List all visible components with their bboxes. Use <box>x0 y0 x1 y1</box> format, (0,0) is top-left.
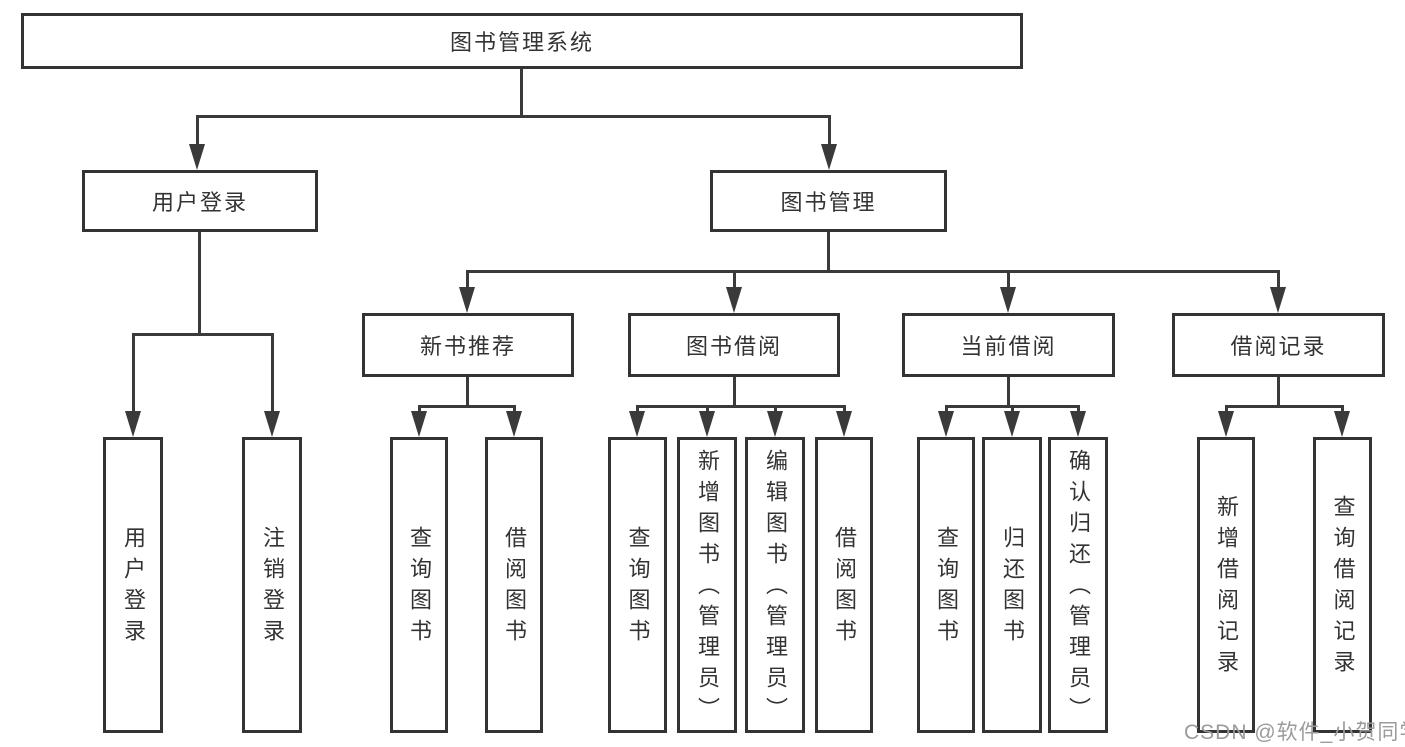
connector-drop-bb-edit <box>774 405 777 415</box>
connector-records-stem <box>1277 377 1280 408</box>
arrow-down-icon <box>629 411 645 437</box>
node-current-borrowing: 当前借阅 <box>902 313 1115 377</box>
leaf-user-login: 用户登录 <box>103 437 163 733</box>
arrow-down-icon <box>1334 411 1350 437</box>
leaf-recommend-borrow-books: 借阅图书 <box>485 437 543 733</box>
node-new-book-recommend: 新书推荐 <box>362 313 574 377</box>
connector-drop-cb-return <box>1011 405 1014 415</box>
arrow-down-icon <box>459 287 475 313</box>
connector-records-bar <box>1225 405 1343 408</box>
node-book-management: 图书管理 <box>710 170 947 232</box>
arrow-down-icon <box>726 287 742 313</box>
connector-drop-bb-query <box>636 405 639 415</box>
arrow-down-icon <box>1270 287 1286 313</box>
arrow-down-icon <box>1000 287 1016 313</box>
arrow-down-icon <box>836 411 852 437</box>
csdn-watermark: CSDN @软件_小贺同学 <box>1184 721 1405 744</box>
connector-drop-user-login <box>196 115 199 146</box>
connector-bookmgmt-bar <box>466 270 1279 273</box>
node-borrowing-records: 借阅记录 <box>1172 313 1385 377</box>
connector-drop-book-management <box>828 115 831 146</box>
connector-drop-br-query <box>1341 405 1344 415</box>
connector-bookmgmt-stem <box>827 232 830 273</box>
leaf-records-add-record: 新增借阅记录 <box>1197 437 1255 733</box>
connector-recommend-stem <box>466 377 469 408</box>
node-book-borrowing: 图书借阅 <box>628 313 840 377</box>
connector-recommend-bar <box>418 405 515 408</box>
arrow-down-icon <box>264 411 280 437</box>
arrow-down-icon <box>821 144 837 170</box>
connector-drop-leaf-user-login <box>132 333 135 413</box>
connector-drop-cb-confirm <box>1077 405 1080 415</box>
arrow-down-icon <box>938 411 954 437</box>
arrow-down-icon <box>411 411 427 437</box>
connector-drop-leaf-logout <box>271 333 274 413</box>
leaf-logout: 注销登录 <box>242 437 302 733</box>
arrow-down-icon <box>125 411 141 437</box>
arrow-down-icon <box>767 411 783 437</box>
leaf-current-query-books: 查询图书 <box>917 437 975 733</box>
connector-drop-bb-borrow <box>843 405 846 415</box>
leaf-borrowing-add-books-admin: 新增图书（管理员） <box>677 437 737 733</box>
connector-drop-br-add <box>1225 405 1228 415</box>
arrow-down-icon <box>506 411 522 437</box>
arrow-down-icon <box>1004 411 1020 437</box>
leaf-records-query-record: 查询借阅记录 <box>1313 437 1372 733</box>
leaf-current-return-books: 归还图书 <box>982 437 1042 733</box>
connector-drop-bb-add <box>706 405 709 415</box>
connector-borrowing-stem <box>733 377 736 408</box>
leaf-current-confirm-return-admin: 确认归还（管理员） <box>1048 437 1108 733</box>
connector-current-stem <box>1007 377 1010 408</box>
connector-drop-new-book-recommend <box>466 270 469 290</box>
connector-drop-current-borrowing <box>1007 270 1010 290</box>
node-root-system: 图书管理系统 <box>21 13 1023 69</box>
arrow-down-icon <box>189 144 205 170</box>
leaf-borrowing-borrow-books: 借阅图书 <box>815 437 873 733</box>
leaf-borrowing-edit-books-admin: 编辑图书（管理员） <box>745 437 805 733</box>
connector-root-bar <box>196 115 831 118</box>
connector-userlogin-stem <box>198 232 201 336</box>
leaf-borrowing-query-books: 查询图书 <box>608 437 667 733</box>
connector-drop-rec-borrow <box>513 405 516 415</box>
connector-userlogin-bar <box>132 333 273 336</box>
connector-borrowing-bar <box>636 405 845 408</box>
leaf-recommend-query-books: 查询图书 <box>390 437 448 733</box>
connector-drop-rec-query <box>418 405 421 415</box>
arrow-down-icon <box>1218 411 1234 437</box>
arrow-down-icon <box>1070 411 1086 437</box>
connector-drop-cb-query <box>945 405 948 415</box>
arrow-down-icon <box>699 411 715 437</box>
connector-drop-borrowing-records <box>1277 270 1280 290</box>
connector-root-stem <box>520 69 523 117</box>
connector-drop-book-borrowing <box>733 270 736 290</box>
node-user-login: 用户登录 <box>82 170 318 232</box>
